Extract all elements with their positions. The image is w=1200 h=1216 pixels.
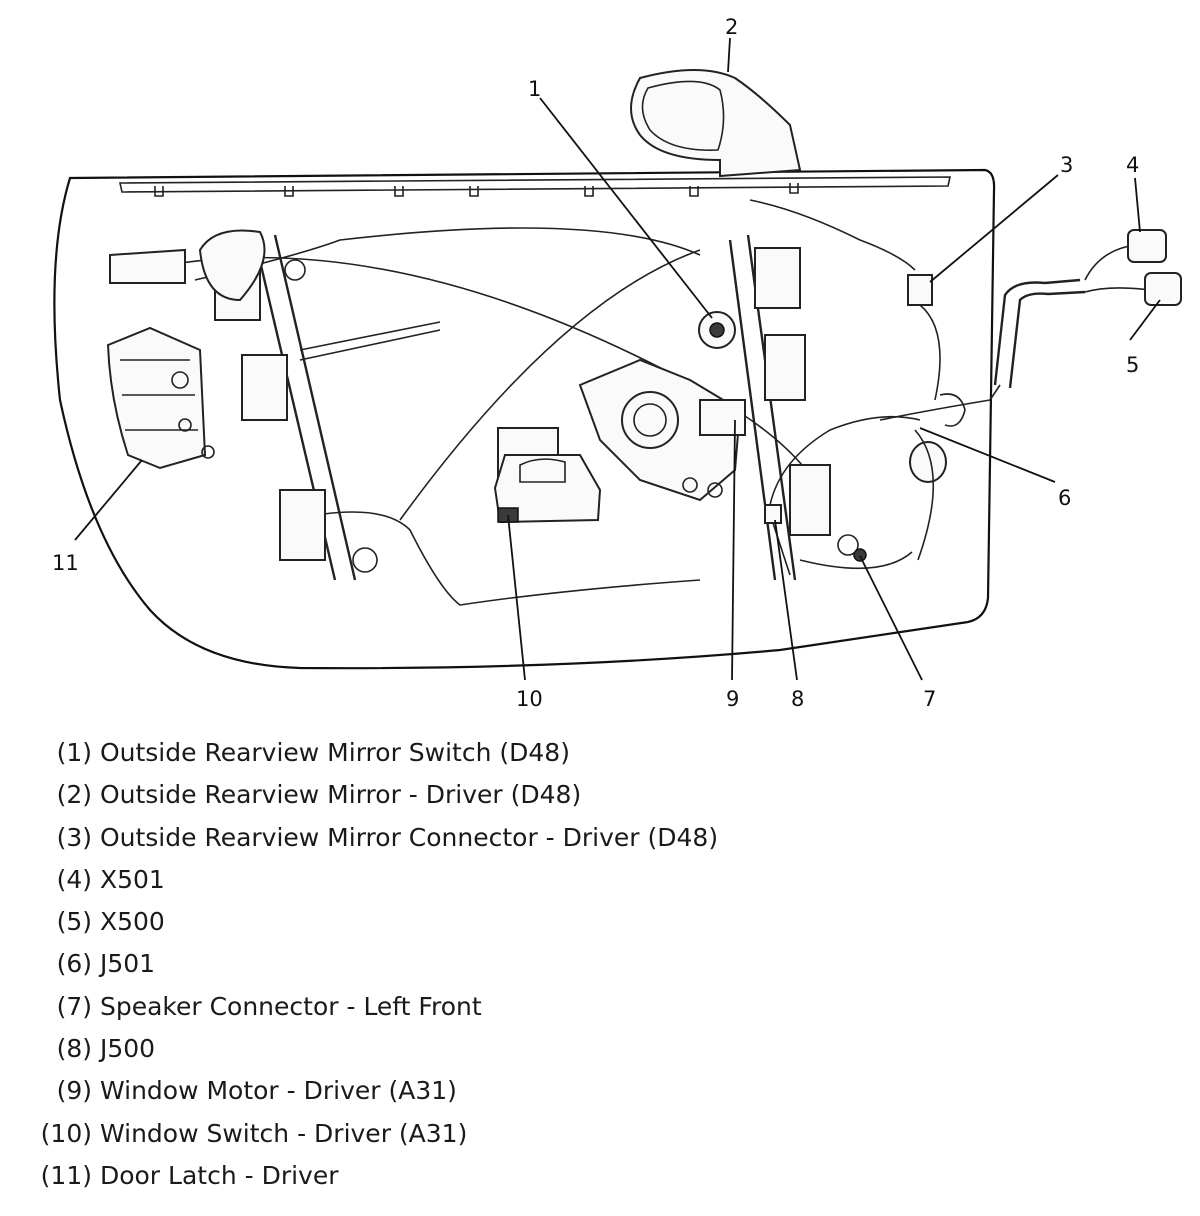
callout-2: 2 <box>725 15 738 39</box>
mirror-switch <box>698 311 736 349</box>
legend-item: (11) Door Latch - Driver <box>22 1155 1172 1197</box>
legend-item: (9) Window Motor - Driver (A31) <box>22 1070 1172 1112</box>
leader-lines <box>74 37 1161 681</box>
callout-3: 3 <box>1060 153 1073 177</box>
legend-item: (8) J500 <box>22 1028 1172 1070</box>
legend-item: (5) X500 <box>22 901 1172 943</box>
mirror-connector <box>749 199 941 401</box>
legend-text: J501 <box>99 949 156 979</box>
regulator-clamps <box>109 229 831 573</box>
callout-1: 1 <box>528 77 541 101</box>
callout-labels: 1 2 3 4 5 6 7 8 9 10 11 <box>52 15 1139 711</box>
legend-text: Speaker Connector - Left Front <box>99 991 482 1021</box>
callout-4: 4 <box>1126 153 1139 177</box>
door-wiring-diagram: 1 2 3 4 5 6 7 8 9 10 11 <box>52 15 1182 711</box>
legend-item: (1) Outside Rearview Mirror Switch (D48) <box>22 732 1172 774</box>
window-switch <box>493 427 602 524</box>
legend-item: (2) Outside Rearview Mirror - Driver (D4… <box>22 774 1172 816</box>
window-regulator <box>179 227 831 606</box>
legend-number: (2) <box>56 780 92 810</box>
legend-item: (4) X501 <box>22 859 1172 901</box>
parts-legend: (1) Outside Rearview Mirror Switch (D48)… <box>22 732 1172 1197</box>
legend-text: Outside Rearview Mirror Connector - Driv… <box>99 822 719 852</box>
legend-text: J500 <box>99 1034 156 1064</box>
legend-text: Window Switch - Driver (A31) <box>99 1118 468 1148</box>
legend-item: (3) Outside Rearview Mirror Connector - … <box>22 817 1172 859</box>
legend-number: (5) <box>56 907 92 937</box>
window-motor <box>578 358 746 502</box>
j500-connector <box>764 415 921 576</box>
legend-number: (7) <box>56 991 92 1021</box>
legend-number: (6) <box>56 949 92 979</box>
legend-item: (6) J501 <box>22 943 1172 985</box>
legend-item: (10) Window Switch - Driver (A31) <box>22 1113 1172 1155</box>
legend-number: (11) <box>40 1160 92 1190</box>
outside-mirror <box>630 69 802 178</box>
legend-item: (7) Speaker Connector - Left Front <box>22 986 1172 1028</box>
speaker-connector <box>799 534 913 570</box>
j501-connector <box>909 393 966 561</box>
callout-11: 11 <box>52 551 79 575</box>
harness-x500-x501 <box>879 229 1182 421</box>
door-panel <box>53 168 996 670</box>
callout-5: 5 <box>1126 353 1139 377</box>
legend-number: (3) <box>56 822 92 852</box>
legend-number: (1) <box>56 738 92 767</box>
legend-text: X500 <box>99 907 165 937</box>
legend-text: Outside Rearview Mirror Switch (D48) <box>99 738 570 767</box>
callout-8: 8 <box>791 687 804 711</box>
legend-text: Window Motor - Driver (A31) <box>99 1076 457 1106</box>
legend-text: Door Latch - Driver <box>99 1160 339 1190</box>
callout-9: 9 <box>726 687 739 711</box>
legend-text: Outside Rearview Mirror - Driver (D48) <box>99 780 582 810</box>
legend-number: (10) <box>40 1118 92 1148</box>
legend-number: (9) <box>56 1076 92 1106</box>
legend-number: (8) <box>56 1034 92 1064</box>
callout-7: 7 <box>923 687 936 711</box>
legend-text: X501 <box>99 864 165 894</box>
callout-6: 6 <box>1058 486 1071 510</box>
door-latch <box>106 326 215 470</box>
callout-10: 10 <box>516 687 543 711</box>
legend-number: (4) <box>56 864 92 894</box>
